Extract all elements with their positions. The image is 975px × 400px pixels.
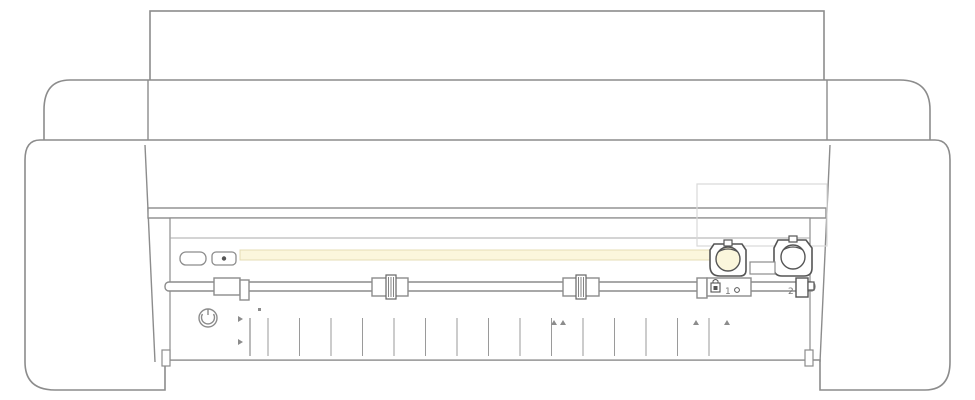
tool-2-latch[interactable]: [807, 281, 815, 291]
tool-2-label: 2: [788, 287, 794, 297]
upper-housing: [43, 79, 931, 146]
feed-slot-bar: [147, 207, 827, 219]
lock-icon: [710, 279, 721, 293]
cut-strip: [239, 249, 746, 261]
roller-right-cap: [696, 277, 708, 299]
tool-clamp-1[interactable]: [709, 239, 747, 277]
triangle-marker-icon: [724, 320, 730, 325]
tool-1-indicator-icon: [734, 287, 740, 293]
triangle-marker-icon: [693, 320, 699, 325]
left-foot-tab: [161, 349, 171, 367]
tool-1-label: 1: [725, 287, 731, 297]
load-button[interactable]: [179, 251, 207, 266]
power-icon[interactable]: [198, 308, 218, 328]
triangle-marker-icon: [560, 320, 566, 325]
triangle-marker-icon: [238, 316, 243, 322]
roller-left-cap: [239, 279, 250, 301]
tool-clamp-1-knob[interactable]: [715, 246, 741, 272]
roller-rail: [164, 281, 816, 292]
go-button-dot-icon: [221, 256, 227, 261]
triangle-marker-icon: [551, 320, 557, 325]
roller-left-block: [213, 277, 241, 296]
triangle-marker-icon: [238, 339, 243, 345]
left-side-seam: [144, 144, 156, 363]
ruler-origin-marker-icon: [258, 308, 261, 311]
carriage-bridge: [749, 261, 776, 275]
tool-2-holder: [795, 277, 809, 298]
highlight-box: [696, 183, 828, 247]
guide-ruler: [249, 318, 710, 356]
right-foot-tab: [804, 349, 814, 367]
tool-clamp-2[interactable]: [773, 235, 813, 277]
top-lid: [149, 10, 825, 84]
right-side-seam: [819, 144, 831, 363]
tool-clamp-2-knob[interactable]: [780, 244, 806, 270]
